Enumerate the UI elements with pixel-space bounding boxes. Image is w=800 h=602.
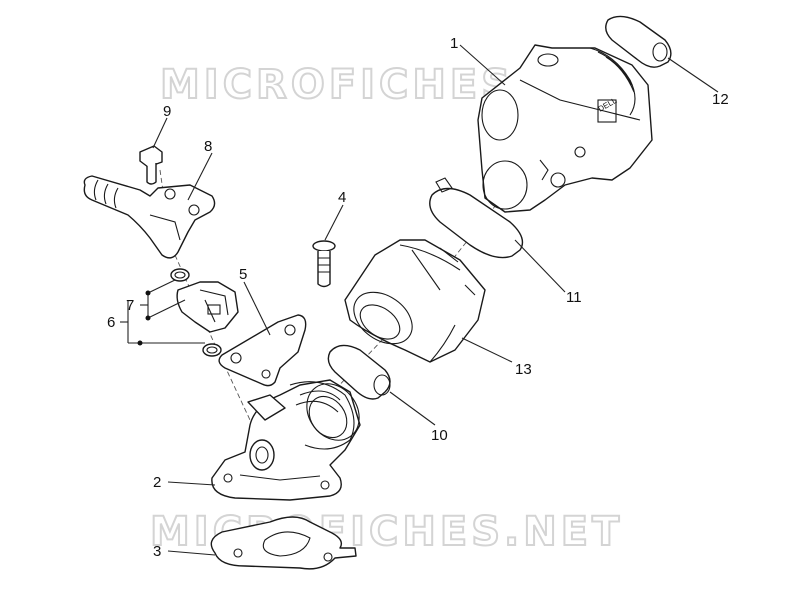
leader-lines: [120, 44, 719, 556]
part-10-clamp: [327, 344, 391, 400]
label-part-5: 5: [239, 266, 247, 283]
part-13-adapter: [344, 239, 486, 363]
label-part-1: 1: [450, 35, 458, 52]
label-part-12: 12: [712, 91, 729, 108]
part-5-bracket: [218, 314, 307, 387]
label-part-3: 3: [153, 543, 161, 560]
part-9-bolt: [139, 145, 163, 185]
part-1-throttle-body: DELL: [477, 44, 653, 213]
part-8-sensor-bracket: [83, 175, 216, 259]
label-part-11: 11: [566, 289, 582, 306]
label-part-10: 10: [431, 427, 448, 444]
part-2-intake-manifold: [211, 379, 361, 501]
part-11-large-clamp: [429, 177, 524, 259]
label-part-13: 13: [515, 361, 532, 378]
part-4-screw: [312, 240, 336, 288]
label-part-2: 2: [153, 474, 161, 491]
label-part-8: 8: [204, 138, 212, 155]
part-12-clamp: [605, 15, 672, 68]
label-part-7: 7: [126, 297, 134, 314]
part-6-7-sensor-assembly: [170, 268, 239, 357]
label-part-9: 9: [163, 103, 171, 120]
label-part-4: 4: [338, 189, 346, 206]
part-3-gasket: [210, 516, 357, 570]
label-part-6: 6: [107, 314, 115, 331]
